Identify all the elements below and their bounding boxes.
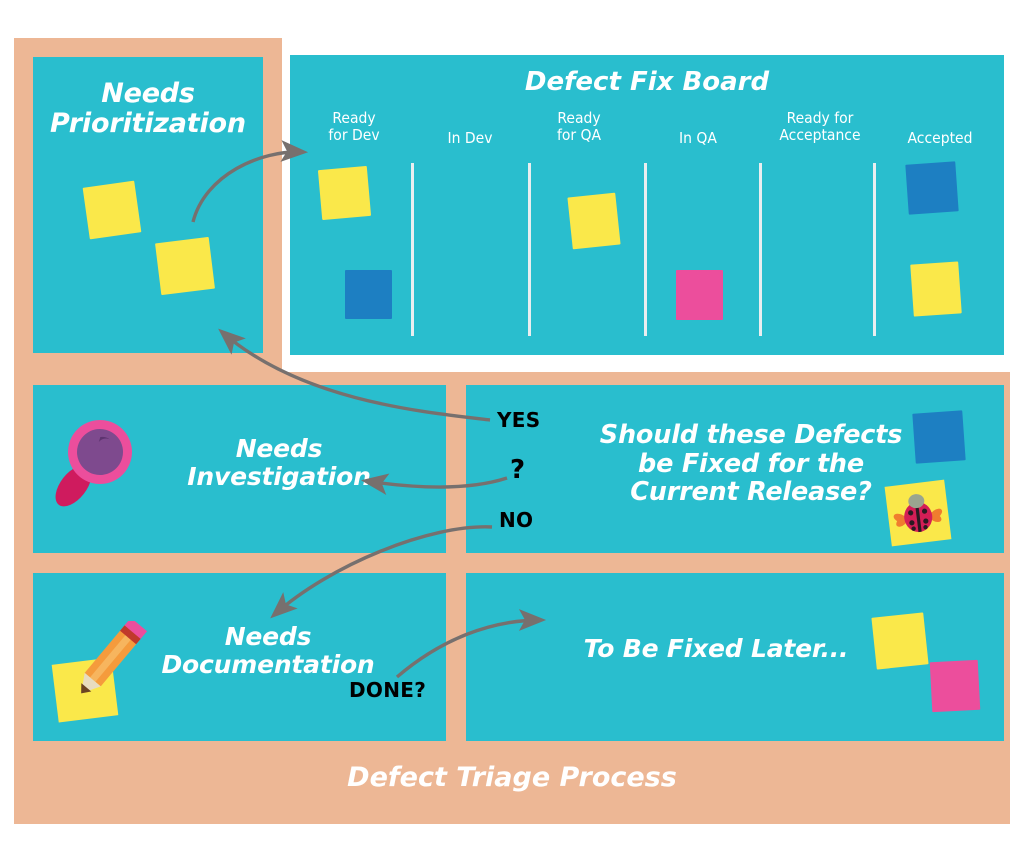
board-column-divider bbox=[528, 163, 531, 336]
sticky-card-yellow[interactable] bbox=[82, 180, 142, 240]
defect-fix-board-heading: Defect Fix Board bbox=[524, 67, 770, 97]
board-column-divider bbox=[873, 163, 876, 336]
panel-needs-prioritization[interactable]: Needs Prioritization bbox=[33, 57, 263, 353]
sticky-card-yellow[interactable] bbox=[155, 236, 215, 296]
sticky-card-yellow[interactable] bbox=[871, 612, 929, 670]
arrow-label-done: DONE? bbox=[349, 678, 427, 702]
board-column-header-accepted: Accepted bbox=[907, 129, 973, 147]
sticky-card-blue[interactable] bbox=[912, 410, 966, 464]
board-column-header-ready-for-qa: Ready for QA bbox=[556, 109, 602, 145]
panel-needs-investigation[interactable]: Needs Investigation bbox=[33, 385, 446, 553]
board-column-divider bbox=[759, 163, 762, 336]
panel-to-be-fixed-later-title: To Be Fixed Later... bbox=[583, 634, 849, 663]
board-card-blue[interactable] bbox=[905, 161, 959, 215]
arrow-label-no: NO bbox=[499, 508, 534, 532]
pencil-sticky-note-icon bbox=[51, 621, 148, 723]
arrow-label-question: ? bbox=[510, 455, 526, 485]
panel-to-be-fixed-later[interactable]: To Be Fixed Later... bbox=[466, 573, 1004, 741]
board-column-header-ready-for-acceptance: Ready for Acceptance bbox=[779, 109, 861, 145]
arrow-label-yes: YES bbox=[497, 408, 541, 432]
board-column-divider bbox=[644, 163, 647, 336]
footer-title: Defect Triage Process bbox=[347, 762, 677, 793]
panel-needs-documentation[interactable]: Needs Documentation bbox=[33, 573, 446, 741]
board-column-header-ready-for-dev: Ready for Dev bbox=[328, 109, 380, 145]
board-card-blue[interactable] bbox=[345, 270, 392, 319]
board-column-header-in-qa: In QA bbox=[679, 129, 717, 147]
board-card-yellow[interactable] bbox=[317, 165, 372, 221]
panel-defect-fix-board[interactable]: Defect Fix Board Ready for Dev In Dev Re… bbox=[290, 55, 1004, 355]
board-card-yellow[interactable] bbox=[567, 192, 621, 250]
panel-needs-prioritization-title: Needs Prioritization bbox=[50, 78, 246, 140]
board-column-divider bbox=[411, 163, 414, 336]
magnifying-glass-icon bbox=[55, 420, 132, 507]
board-card-yellow[interactable] bbox=[910, 261, 962, 317]
panel-should-defects-be-fixed[interactable]: Should these Defects be Fixed for the Cu… bbox=[466, 385, 1004, 553]
board-column-header-in-dev: In Dev bbox=[447, 129, 493, 147]
board-card-pink[interactable] bbox=[676, 270, 723, 320]
ladybug-sticky-note-icon[interactable] bbox=[882, 477, 958, 553]
sticky-card-pink[interactable] bbox=[929, 659, 981, 713]
panel-needs-investigation-title: Needs Investigation bbox=[187, 434, 371, 491]
